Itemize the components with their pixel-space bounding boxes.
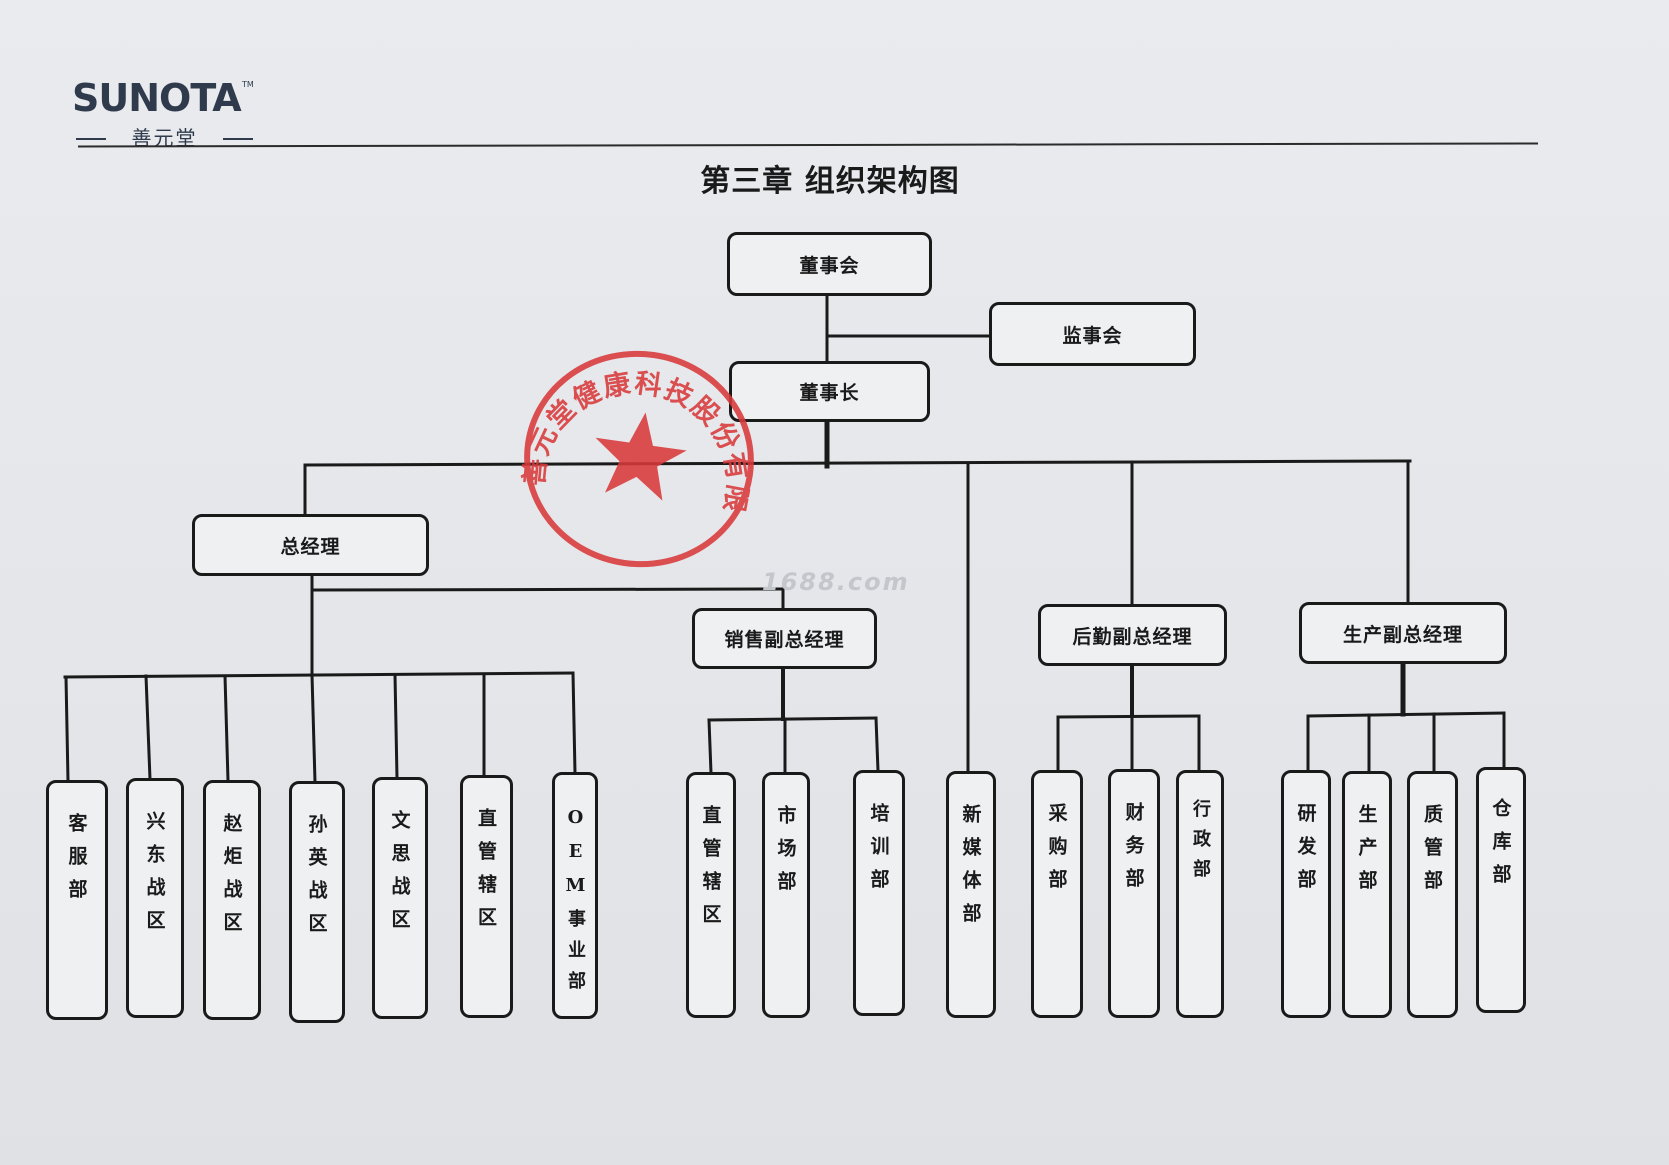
sales-vp-box: 销售副总经理 (692, 608, 877, 669)
logo-trademark: TM (242, 80, 254, 89)
production-vp-box: 生产副总经理 (1299, 602, 1507, 664)
dept-wensi-zone: 文思战区 (372, 777, 428, 1019)
dept-direct-zone: 直管辖区 (460, 775, 513, 1018)
dept-procurement: 采购部 (1031, 770, 1083, 1018)
dept-training: 培训部 (853, 770, 905, 1016)
dept-finance: 财务部 (1108, 769, 1160, 1018)
dept-xingdong-zone: 兴东战区 (126, 778, 184, 1018)
sunota-logo: SUNOTA TM 善元堂 (72, 78, 257, 158)
dept-new-media: 新媒体部 (946, 771, 996, 1018)
dept-warehouse: 仓库部 (1476, 767, 1526, 1013)
dept-zhaoju-zone: 赵炬战区 (203, 780, 261, 1020)
dept-administration: 行政部 (1176, 770, 1224, 1018)
dept-production: 生产部 (1342, 771, 1392, 1018)
star-icon (595, 412, 687, 501)
dept-oem-division: OEM事业部 (552, 772, 598, 1019)
logo-wordmark: SUNOTA (72, 76, 242, 120)
chairman-box: 董事长 (729, 361, 930, 422)
dept-customer-service: 客服部 (46, 780, 108, 1020)
dept-marketing: 市场部 (762, 772, 810, 1018)
board-of-directors-box: 董事会 (727, 232, 932, 296)
page-title: 第三章 组织架构图 (700, 164, 960, 199)
dept-sunying-zone: 孙英战区 (289, 781, 345, 1023)
watermark-1688: 1688.com (762, 568, 910, 596)
dept-sales-direct-zone: 直管辖区 (686, 772, 736, 1018)
supervisory-board-box: 监事会 (989, 302, 1196, 366)
dept-quality: 质管部 (1407, 771, 1458, 1018)
logistics-vp-box: 后勤副总经理 (1038, 604, 1227, 666)
company-seal-stamp: 广州善元堂健康科技股份有限公司 (503, 328, 774, 568)
general-manager-box: 总经理 (192, 514, 429, 576)
dept-rnd: 研发部 (1281, 770, 1331, 1018)
